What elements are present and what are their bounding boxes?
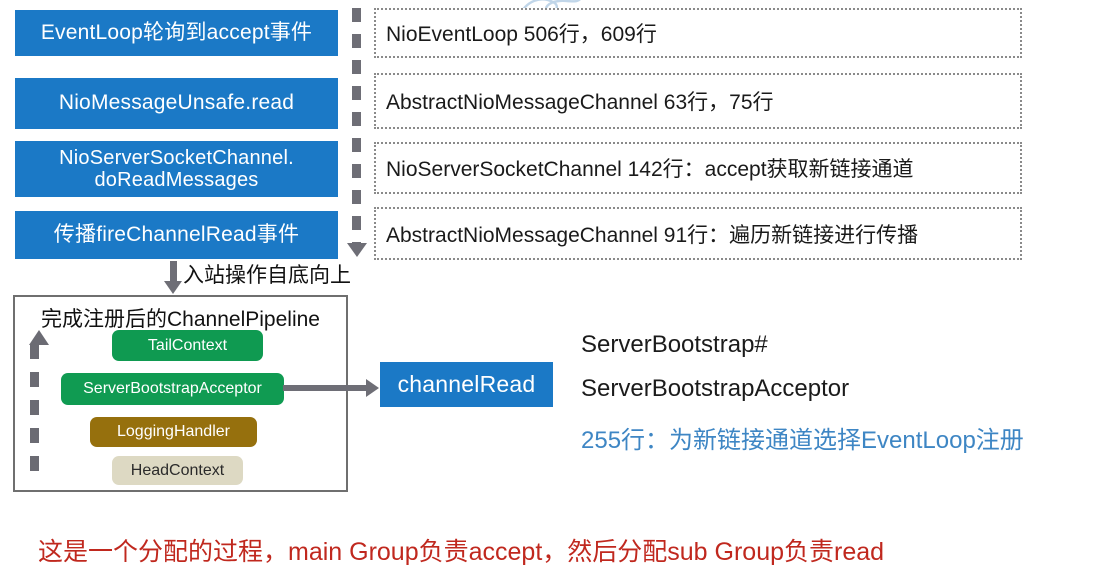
pipeline-title: 完成注册后的ChannelPipeline	[41, 308, 320, 331]
flow-step-label: NioMessageUnsafe.read	[58, 91, 295, 115]
channel-pipeline-box: 完成注册后的ChannelPipeline TailContext Server…	[13, 295, 348, 492]
acceptor-to-channelread-arrow-head	[366, 379, 379, 397]
note-line-1: ServerBootstrap#	[581, 331, 768, 358]
handler-label: ServerBootstrapAcceptor	[83, 380, 262, 397]
reference-box-1[interactable]: NioEventLoop 506行，609行	[374, 8, 1022, 58]
handler-label: HeadContext	[130, 461, 225, 479]
flow-step-label: EventLoop轮询到accept事件	[40, 20, 313, 44]
pipeline-handler-server-bootstrap-acceptor[interactable]: ServerBootstrapAcceptor	[61, 373, 284, 405]
reference-text: NioEventLoop 506行，609行	[386, 23, 657, 46]
flow-step-box-4[interactable]: 传播fireChannelRead事件	[15, 211, 338, 259]
flow-step-label: 传播fireChannelRead事件	[53, 222, 300, 246]
flow-step-box-3[interactable]: NioServerSocketChannel. doReadMessages	[15, 141, 338, 197]
acceptor-to-channelread-line	[283, 385, 367, 391]
note-line-3: 255行：为新链接通道选择EventLoop注册	[581, 427, 1024, 454]
note-line-2: ServerBootstrapAcceptor	[581, 375, 850, 402]
inbound-arrow-stem	[170, 261, 177, 283]
flow-step-box-1[interactable]: EventLoop轮询到accept事件	[15, 10, 338, 56]
channel-read-label: channelRead	[397, 370, 536, 397]
dashed-flow-arrow-head	[347, 243, 367, 257]
pipeline-upward-arrow-head	[29, 330, 49, 345]
pipeline-handler-logging-handler[interactable]: LoggingHandler	[90, 417, 257, 447]
bottom-caption: 这是一个分配的过程，main Group负责accept，然后分配sub Gro…	[38, 538, 885, 566]
reference-box-4[interactable]: AbstractNioMessageChannel 91行：遍历新链接进行传播	[374, 207, 1022, 260]
reference-text: AbstractNioMessageChannel 91行：遍历新链接进行传播	[386, 223, 919, 247]
reference-text: NioServerSocketChannel 142行：accept获取新链接通…	[386, 158, 914, 181]
flow-step-label: NioServerSocketChannel. doReadMessages	[59, 146, 294, 191]
reference-box-3[interactable]: NioServerSocketChannel 142行：accept获取新链接通…	[374, 142, 1022, 194]
pipeline-handler-tail-context[interactable]: TailContext	[112, 330, 263, 361]
reference-text: AbstractNioMessageChannel 63行，75行	[386, 91, 774, 114]
pipeline-handler-head-context[interactable]: HeadContext	[112, 456, 243, 485]
handler-label: TailContext	[147, 336, 228, 354]
pipeline-upward-arrow-stem	[30, 344, 39, 479]
reference-box-2[interactable]: AbstractNioMessageChannel 63行，75行	[374, 73, 1022, 129]
flow-step-box-2[interactable]: NioMessageUnsafe.read	[15, 78, 338, 129]
inbound-arrow-head	[164, 281, 182, 294]
handler-label: LoggingHandler	[117, 423, 230, 440]
inbound-note-label: 入站操作自底向上	[183, 264, 351, 287]
dashed-flow-arrow-stem	[352, 8, 361, 243]
channel-read-box[interactable]: channelRead	[380, 362, 553, 407]
